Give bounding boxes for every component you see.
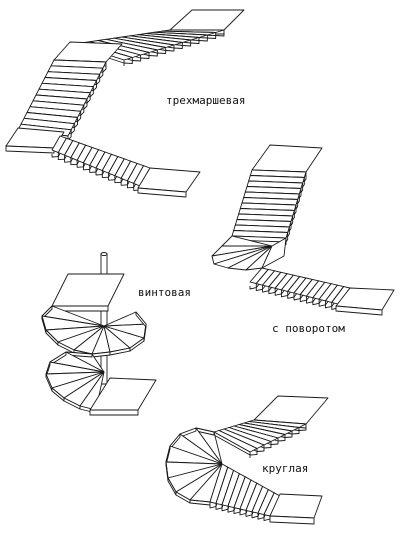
spiral-staircase xyxy=(41,252,157,416)
winder-turn xyxy=(211,235,287,271)
bottom-left-landing xyxy=(5,127,65,154)
bottom-landing xyxy=(335,287,395,316)
stringer xyxy=(249,427,307,458)
stringer xyxy=(123,33,225,66)
stringer xyxy=(209,505,271,522)
bottom-flight xyxy=(51,135,151,193)
landing-top xyxy=(51,273,125,307)
stringer xyxy=(249,286,339,311)
landing-edge xyxy=(335,305,383,316)
upper-flight xyxy=(231,169,307,245)
landing-edge xyxy=(269,515,315,525)
spiral-riser xyxy=(135,311,147,328)
lower-flight xyxy=(209,463,281,522)
top-landing xyxy=(51,273,125,312)
stringer xyxy=(67,66,107,143)
column-cap xyxy=(100,252,108,256)
turning-staircase xyxy=(211,144,395,316)
upper-flight xyxy=(213,419,307,458)
caption-spiral: винтовая xyxy=(138,286,191,299)
stringer xyxy=(285,176,307,245)
stringer xyxy=(51,154,141,193)
central-column xyxy=(100,253,108,385)
bottom-landing xyxy=(89,377,157,416)
three-flight-staircase xyxy=(5,9,245,198)
round-staircase xyxy=(165,395,329,525)
landing-top xyxy=(251,144,323,173)
landing-edge xyxy=(89,409,139,416)
landing-top xyxy=(169,9,245,31)
lower-flight xyxy=(249,267,351,311)
landing-edge xyxy=(5,145,55,154)
bottom-landing xyxy=(269,493,323,525)
caption-three-flight: трехмаршевая xyxy=(166,94,246,107)
caption-with-turn: с поворотом xyxy=(272,322,345,335)
landing-edge xyxy=(137,187,187,198)
bottom-landing xyxy=(137,167,201,198)
landing-top xyxy=(253,395,329,425)
caption-round: круглая xyxy=(262,462,309,475)
